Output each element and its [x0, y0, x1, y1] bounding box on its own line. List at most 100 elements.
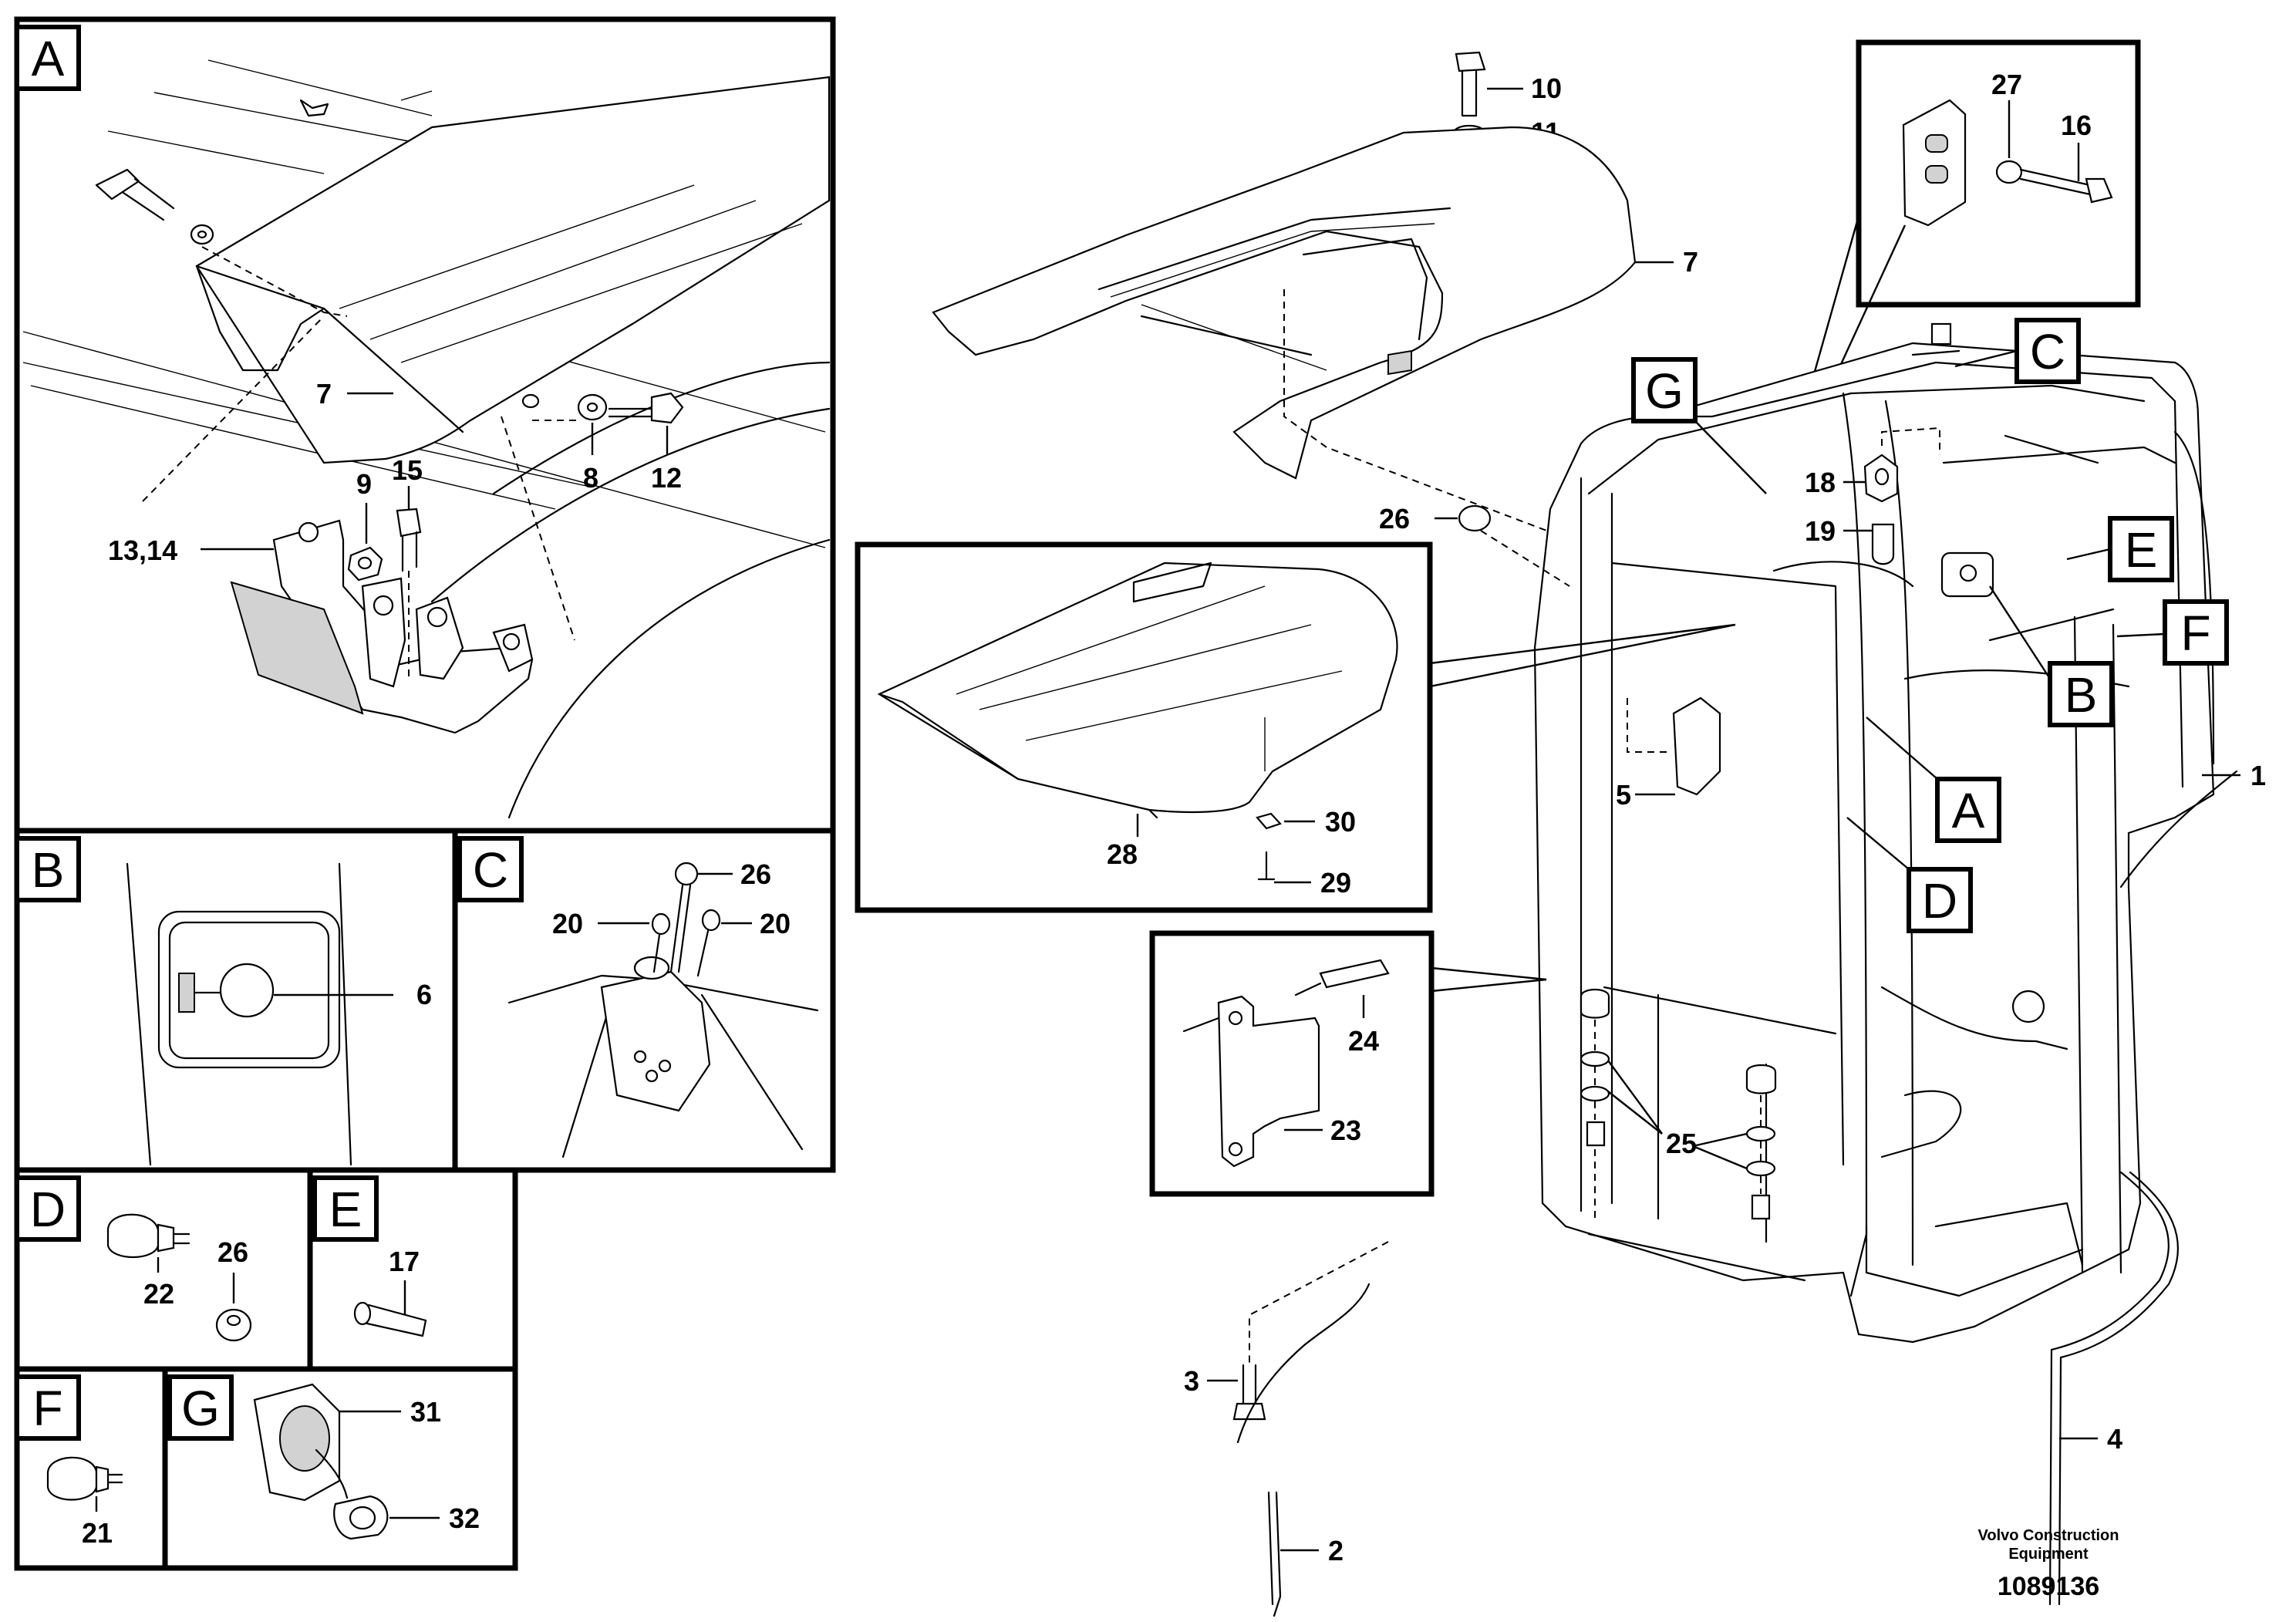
- main-letter-a: A: [1952, 783, 1985, 838]
- callout-c-20-left: 20: [552, 908, 583, 939]
- roof-clip: [299, 99, 329, 117]
- rain-cover-lip: [195, 265, 325, 372]
- callout-29: 29: [1320, 867, 1351, 899]
- pin-24: [1319, 959, 1390, 989]
- callout-26-main: 26: [1379, 503, 1410, 534]
- grommet-20-left: [651, 912, 671, 936]
- view-c-letter-box: [457, 836, 524, 902]
- rain-cover-7: [195, 76, 831, 464]
- bolt-15-head: [396, 508, 422, 538]
- main-letter-b-box: [2048, 661, 2114, 727]
- main-letter-e-box: [2108, 516, 2174, 582]
- hinge-ear-left: [361, 577, 406, 688]
- washer-27: [1995, 160, 2023, 184]
- cab-mirror-mount: [2011, 990, 2045, 1023]
- view-e-letter: E: [329, 1182, 362, 1237]
- view-c-letter: C: [473, 842, 508, 898]
- callout-24: 24: [1348, 1025, 1379, 1057]
- callout-7-main: 7: [1683, 246, 1698, 278]
- callout-d-22: 22: [143, 1278, 174, 1310]
- clip-30: [1256, 812, 1282, 830]
- callout-c-20-right: 20: [760, 908, 791, 939]
- roof-panel-28: [877, 561, 1398, 814]
- callout-28: 28: [1107, 838, 1138, 870]
- rubber-cap-21: [46, 1456, 98, 1501]
- view-d-letter-box: [15, 1175, 81, 1242]
- view-g: G 31 32: [167, 1374, 480, 1540]
- view-b-letter: B: [32, 842, 65, 898]
- callout-d-26: 26: [217, 1236, 248, 1268]
- callout-18: 18: [1805, 467, 1836, 498]
- seal-strip-2: [1273, 1491, 1282, 1617]
- main-view: 10 11 7 27 16: [855, 39, 2266, 1617]
- callout-25-left: 25: [1666, 1128, 1697, 1159]
- bolt-12: [650, 392, 684, 424]
- callout-3: 3: [1184, 1365, 1199, 1397]
- callout-23: 23: [1330, 1114, 1361, 1146]
- callout-27: 27: [1991, 69, 2022, 100]
- view-e-letter-box: [312, 1175, 379, 1242]
- callout-a-7: 7: [316, 378, 332, 410]
- main-letter-c: C: [2030, 324, 2065, 379]
- bolt-3: [1232, 1402, 1266, 1421]
- main-letter-d: D: [1922, 873, 1957, 929]
- company-line-2: Equipment: [2008, 1546, 2089, 1563]
- bracket-23: [1217, 995, 1320, 1168]
- rain-cover-7-main: [932, 126, 1637, 480]
- callout-a-15: 15: [392, 454, 423, 486]
- bolt-10: [1455, 51, 1486, 73]
- bumper-stack-left: [1580, 988, 1610, 1219]
- callout-1: 1: [2250, 760, 2266, 791]
- pin-17: [366, 1303, 427, 1337]
- callout-g-32: 32: [449, 1502, 480, 1534]
- view-a: A: [15, 25, 831, 819]
- cab-door-opening-bottom: [1934, 1202, 2084, 1266]
- view-d: D 22 26: [15, 1175, 252, 1342]
- view-b: B 6: [15, 836, 432, 1166]
- view-a-letter: A: [32, 31, 65, 86]
- footer: Volvo Construction Equipment 1089136: [1978, 1527, 2119, 1601]
- cab-a-pillar: [1842, 392, 1868, 1297]
- view-g-letter: G: [181, 1381, 220, 1436]
- rain-cover-window-edge: [1097, 207, 1451, 356]
- callout-16: 16: [2061, 110, 2092, 141]
- plug-26-main: [1458, 504, 1492, 532]
- callout-e-17: 17: [389, 1246, 420, 1277]
- inset-23-24-frame: [1149, 930, 1435, 1197]
- view-f-letter-box: [15, 1374, 81, 1441]
- handle-5: [1672, 696, 1721, 796]
- callout-4: 4: [2107, 1423, 2122, 1455]
- main-letter-b: B: [2065, 667, 2098, 723]
- document-number: 1089136: [1998, 1572, 2099, 1601]
- view-d-letter: D: [30, 1182, 66, 1237]
- view-e: E 17: [312, 1175, 427, 1337]
- pillar-edges: [126, 862, 352, 1166]
- main-letter-c-box: [2014, 318, 2081, 384]
- callout-b-6: 6: [416, 979, 432, 1010]
- seal-strip-upper: [1236, 1283, 1371, 1444]
- callout-a-8: 8: [583, 462, 598, 494]
- view-f: F 21: [15, 1374, 123, 1549]
- callout-c-26: 26: [740, 858, 771, 890]
- main-letter-f: F: [2180, 605, 2210, 661]
- cab-rear-window: [1603, 561, 1845, 1166]
- view-c-frame: [452, 828, 836, 1173]
- main-letter-a-box: [1935, 777, 2001, 843]
- inset-28-30-frame: [855, 541, 1433, 913]
- view-f-letter: F: [32, 1381, 62, 1436]
- callout-g-31: 31: [410, 1396, 441, 1428]
- callout-5: 5: [1616, 779, 1631, 811]
- view-g-letter-box: [167, 1374, 234, 1441]
- screw-29: [1257, 851, 1276, 881]
- bolt-16: [2085, 177, 2113, 204]
- callout-10: 10: [1531, 73, 1562, 104]
- hinge-plate: [230, 581, 364, 715]
- callout-a-12: 12: [651, 462, 682, 494]
- cap-19: [1871, 523, 1895, 565]
- cab-curve-lines: [430, 361, 831, 819]
- main-letter-g: G: [1645, 363, 1684, 419]
- view-a-letter-box: [15, 25, 81, 91]
- cab-frame-1: [1533, 342, 2215, 1344]
- callout-a-9: 9: [356, 468, 372, 500]
